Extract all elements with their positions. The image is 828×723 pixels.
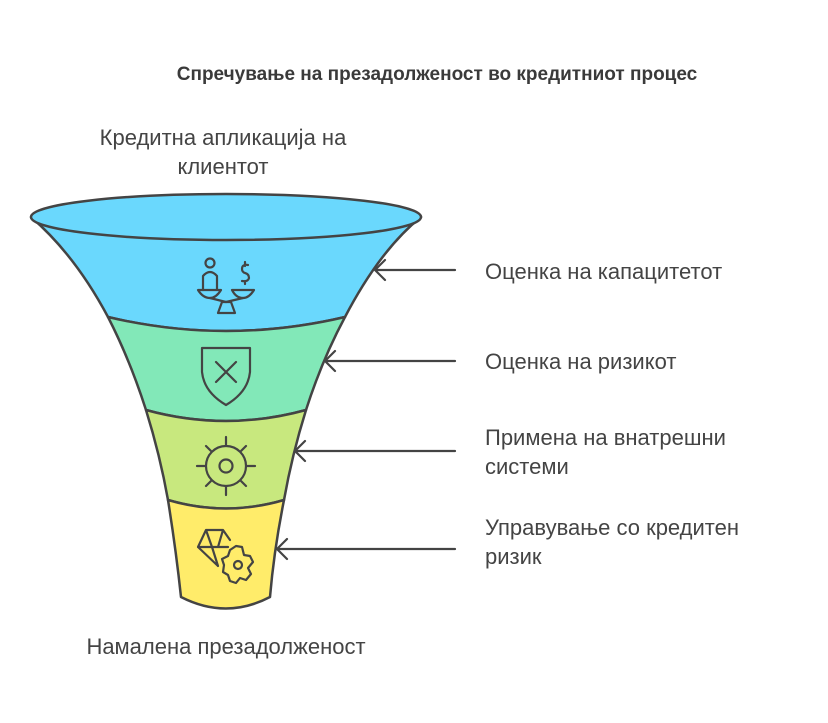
funnel-top-opening <box>29 192 423 242</box>
top-label-line: клиентот <box>177 154 269 179</box>
diamond-gear-icon <box>196 528 255 585</box>
scale-person-dollar-icon <box>196 257 256 315</box>
shield-x-icon <box>200 346 252 407</box>
arrow <box>275 537 457 561</box>
top-label-line: Кредитна апликација на <box>99 125 347 150</box>
stage-label-line: системи <box>485 454 569 479</box>
stage-label-line: Оценка на капацитетот <box>485 259 723 284</box>
funnel-stage-4 <box>166 498 286 610</box>
arrow <box>323 349 457 373</box>
stage-label-4: Управување со кредитен ризик <box>485 513 739 571</box>
arrow <box>293 439 457 463</box>
sun-gear-icon <box>195 435 257 497</box>
arrow <box>373 258 457 282</box>
stage-label-line: Управување со кредитен <box>485 515 740 540</box>
funnel-stage-2 <box>106 315 347 423</box>
bottom-label: Намалена презадолженост <box>86 634 366 659</box>
stage-label-line: Примена на внатрешни <box>485 425 726 450</box>
stage-label-3: Примена на внатрешни системи <box>485 423 726 481</box>
stage-label-2: Оценка на ризикот <box>485 347 676 376</box>
stage-label-line: ризик <box>485 544 542 569</box>
stage-label-1: Оценка на капацитетот <box>485 257 722 286</box>
stage-label-line: Оценка на ризикот <box>485 349 677 374</box>
diagram-title: Спречување на презадолженост во кредитни… <box>176 64 698 85</box>
top-label: Кредитна апликација на клиентот <box>60 123 386 181</box>
